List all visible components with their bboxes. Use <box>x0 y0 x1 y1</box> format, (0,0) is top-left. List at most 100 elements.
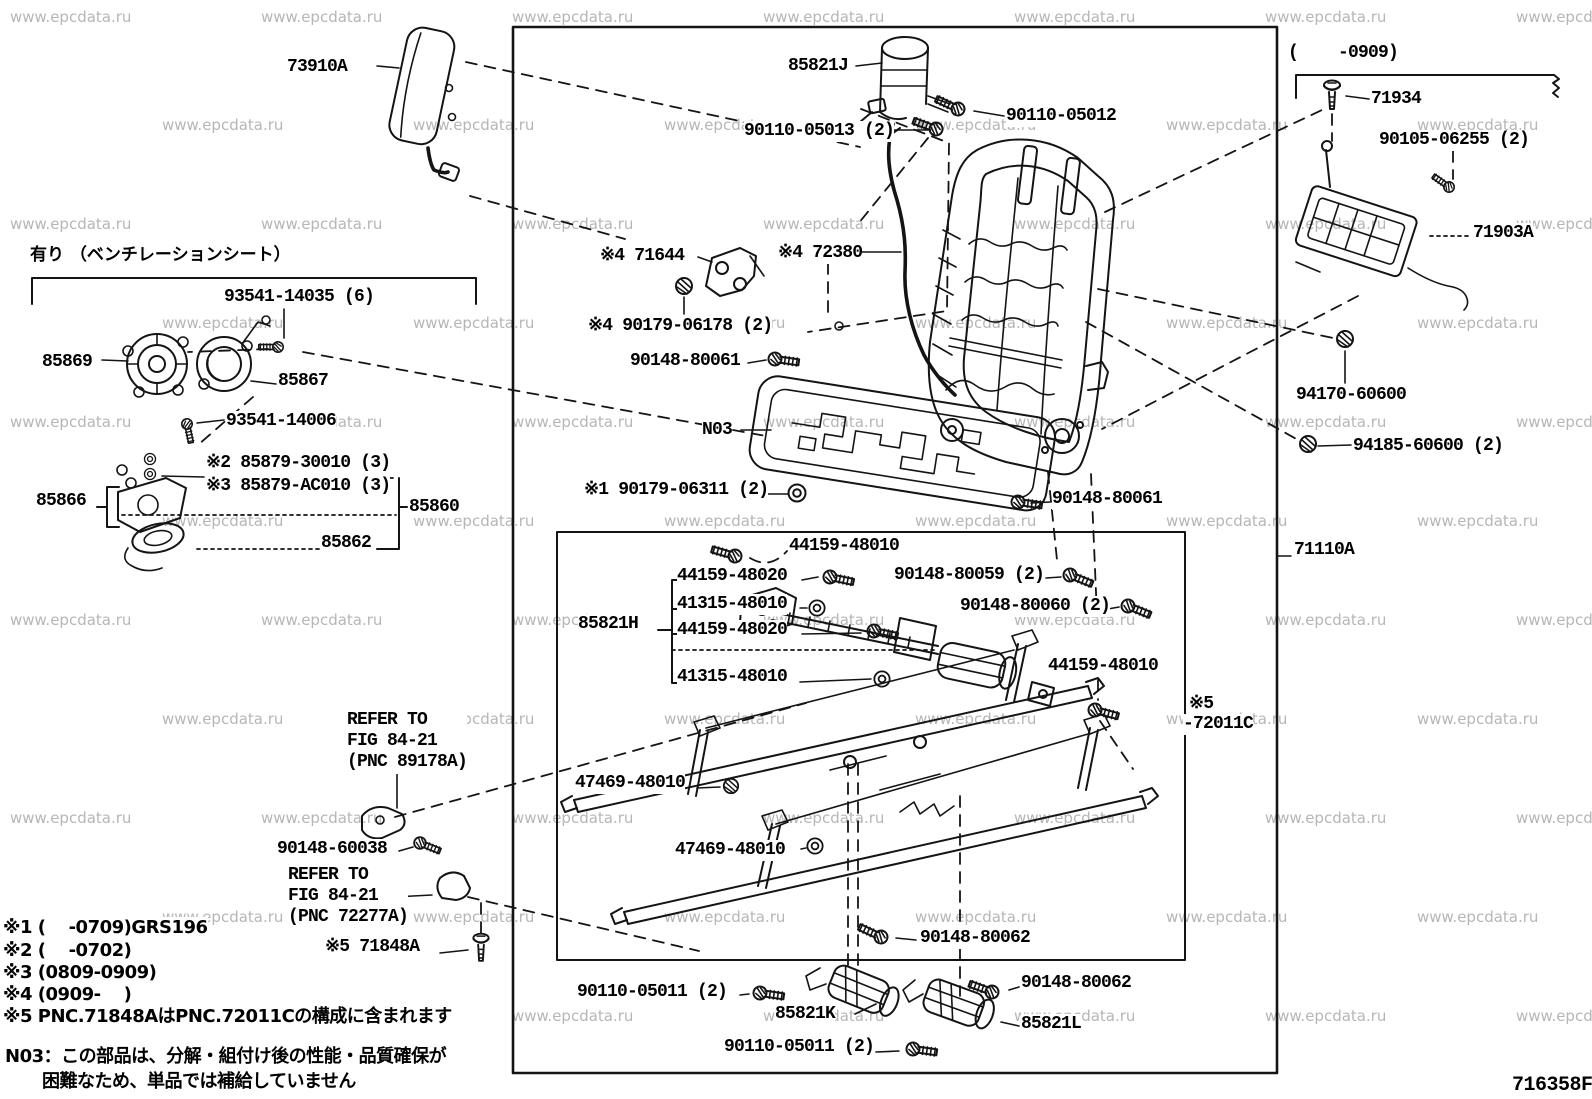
part-label-93541-14035: 93541-14035 (6) <box>224 287 375 309</box>
production-range-note: ( -0909) <box>1288 43 1399 65</box>
part-label-90148-80062-a: 90148-80062 <box>920 928 1031 950</box>
footnote-fn3: ※3 (0809-0909) <box>3 962 157 984</box>
watermark: www.epcdata.ru <box>1265 809 1387 827</box>
watermark: www.epcdata.ru <box>915 710 1037 728</box>
cable-72380 <box>834 97 957 397</box>
part-label-90148-80062-b: 90148-80062 <box>1021 973 1132 995</box>
part-label-41315-48010-b: 41315-48010 <box>677 667 788 689</box>
watermark: www.epcdata.ru <box>1166 512 1288 530</box>
airbag-73910A <box>388 26 461 182</box>
watermark: www.epcdata.ru <box>162 512 284 530</box>
part-label-72380: ※4 72380 <box>778 243 863 265</box>
watermark: www.epcdata.ru <box>10 611 132 629</box>
watermark: www.epcdata.ru <box>413 314 535 332</box>
part-label-72011c-mark: ※5 <box>1189 694 1214 716</box>
watermark: www.epcdata.ru <box>1417 710 1539 728</box>
part-label-90148-80059: 90148-80059 (2) <box>894 565 1045 587</box>
part-label-72011c: -72011C <box>1183 714 1254 736</box>
watermark: www.epcdata.ru <box>1265 8 1387 26</box>
watermark: www.epcdata.ru <box>1516 1007 1592 1025</box>
footnote-n03-line1: N03：この部品は、分解・組付け後の性能・品質確保が <box>5 1046 447 1068</box>
watermark: www.epcdata.ru <box>261 215 383 233</box>
watermark: www.epcdata.ru <box>10 413 132 431</box>
part-label-85821k: 85821K <box>775 1004 836 1026</box>
watermark: www.epcdata.ru <box>1014 215 1136 233</box>
watermark: www.epcdata.ru <box>1014 8 1136 26</box>
watermark: www.epcdata.ru <box>1516 413 1592 431</box>
watermark: www.epcdata.ru <box>10 8 132 26</box>
part-label-90179-06178: ※4 90179-06178 (2) <box>588 316 773 338</box>
part-label-85821j: 85821J <box>788 56 849 78</box>
part-label-n03-callout: N03 <box>702 420 733 442</box>
part-label-94170-60600: 94170-60600 <box>1296 385 1407 407</box>
part-label-71110a: 71110A <box>1294 540 1355 562</box>
footnote-fn2: ※2 ( -0702) <box>3 940 132 962</box>
figure-code: 716358F <box>1512 1074 1592 1097</box>
watermark: www.epcdata.ru <box>261 809 383 827</box>
footnote-fn4: ※4 (0909- ) <box>3 984 132 1006</box>
part-label-90110-05011-a: 90110-05011 (2) <box>577 982 728 1004</box>
part-label-85867: 85867 <box>278 371 329 393</box>
watermark: www.epcdata.ru <box>413 908 535 926</box>
footnote-fn1: ※1 ( -0709)GRS196 <box>3 917 208 939</box>
floor-clips <box>361 806 471 901</box>
watermark: www.epcdata.ru <box>1516 8 1592 26</box>
watermark: www.epcdata.ru <box>162 116 284 134</box>
watermark: www.epcdata.ru <box>1516 809 1592 827</box>
part-label-90110-05011-b: 90110-05011 (2) <box>724 1037 875 1059</box>
lumbar-unit <box>116 464 187 572</box>
watermark: www.epcdata.ru <box>1265 1007 1387 1025</box>
footnote-fn5: ※5 PNC.71848AはPNC.72011Cの構成に含まれます <box>3 1006 452 1028</box>
watermark: www.epcdata.ru <box>1417 116 1539 134</box>
watermark: www.epcdata.ru <box>1166 314 1288 332</box>
watermark: www.epcdata.ru <box>915 512 1037 530</box>
watermark: www.epcdata.ru <box>1417 512 1539 530</box>
part-label-85879-ac010: ※3 85879-AC010 (3) <box>206 476 391 498</box>
part-label-85879-30010: ※2 85879-30010 (3) <box>206 453 391 475</box>
watermark: www.epcdata.ru <box>10 215 132 233</box>
watermark: www.epcdata.ru <box>10 809 132 827</box>
part-label-71934: 71934 <box>1371 89 1422 111</box>
footnote-n03-line2: 困難なため、単品では補給していません <box>42 1071 356 1093</box>
watermark: www.epcdata.ru <box>664 512 786 530</box>
ventilation-header: 有り （ベンチレーションシート） <box>30 245 291 267</box>
watermark: www.epcdata.ru <box>763 809 885 827</box>
part-label-90110-05012: 90110-05012 <box>1006 106 1117 128</box>
part-label-90110-05013: 90110-05013 (2) <box>744 121 895 143</box>
part-label-71644: ※4 71644 <box>600 246 685 268</box>
recliner-71903A <box>1294 140 1469 311</box>
seat-rail-assembly <box>560 629 1159 925</box>
part-label-44159-48010-a: 44159-48010 <box>789 536 900 558</box>
watermark: www.epcdata.ru <box>664 908 786 926</box>
part-label-85866: 85866 <box>36 491 87 513</box>
watermark: www.epcdata.ru <box>1417 314 1539 332</box>
part-label-41315-48010-a: 41315-48010 <box>677 594 788 616</box>
part-label-90148-60038: 90148-60038 <box>277 839 388 861</box>
watermark: www.epcdata.ru <box>512 413 634 431</box>
part-label-90148-80061-b: 90148-80061 <box>1052 489 1163 511</box>
watermark: www.epcdata.ru <box>512 8 634 26</box>
part-label-71903a: 71903A <box>1473 223 1534 245</box>
motor-85821K <box>805 964 900 1017</box>
motor-85821L <box>902 978 995 1030</box>
part-label-73910a: 73910A <box>287 57 348 79</box>
part-label-44159-48010-b: 44159-48010 <box>1048 656 1159 678</box>
part-label-44159-48020-a: 44159-48020 <box>677 566 788 588</box>
watermark: www.epcdata.ru <box>1516 215 1592 233</box>
part-label-refer-89178a: REFER TO FIG 84-21 (PNC 89178A) <box>347 710 468 774</box>
part-label-94185-60600: 94185-60600 (2) <box>1353 436 1504 458</box>
part-label-71848a: ※5 71848A <box>325 937 420 959</box>
watermark: www.epcdata.ru <box>512 1007 634 1025</box>
seat-back-frame <box>927 138 1115 476</box>
part-label-85862: 85862 <box>321 533 372 555</box>
part-label-90148-80061-a: 90148-80061 <box>630 351 741 373</box>
part-label-85821l: 85821L <box>1021 1014 1082 1036</box>
watermark: www.epcdata.ru <box>1014 809 1136 827</box>
part-label-44159-48020-b: 44159-48020 <box>677 620 788 642</box>
bracket-71644 <box>705 247 765 297</box>
part-label-90105-06255: 90105-06255 (2) <box>1379 130 1530 152</box>
watermark: www.epcdata.ru <box>261 8 383 26</box>
fan-85867 <box>196 315 271 392</box>
frame-boxes <box>31 25 1560 1075</box>
